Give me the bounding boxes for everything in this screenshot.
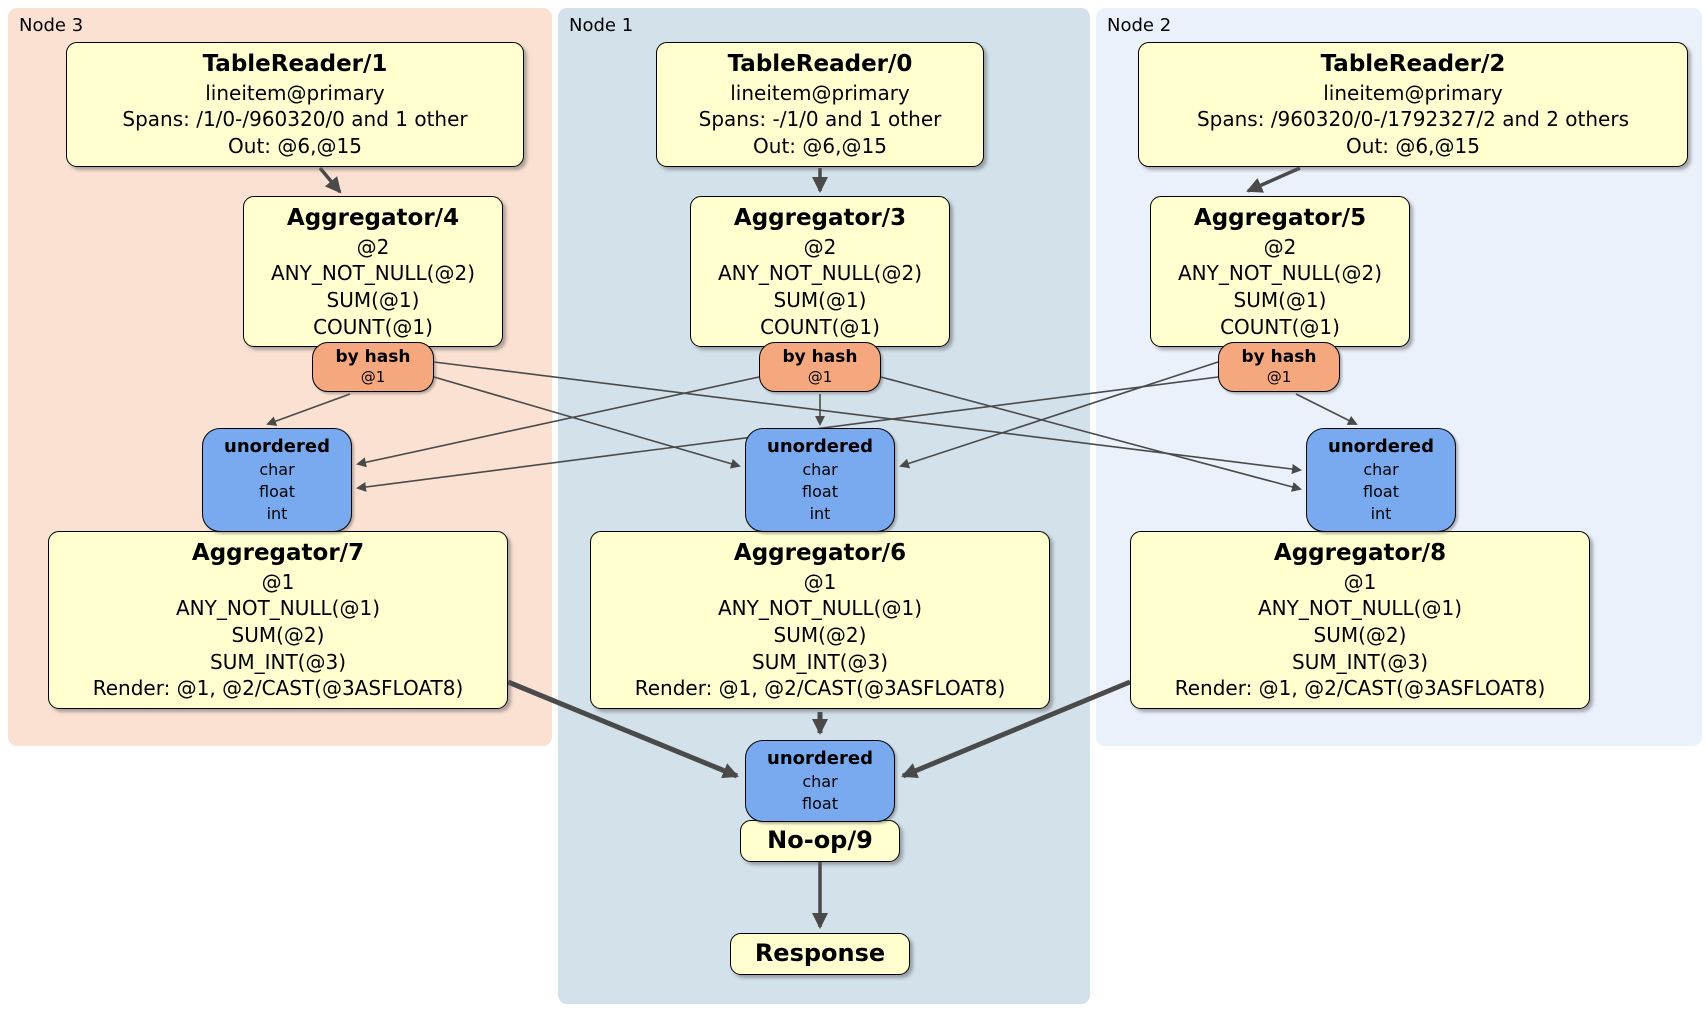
processor-detail-line: ANY_NOT_NULL(@1) <box>718 596 922 621</box>
processor-title: Aggregator/7 <box>191 540 365 566</box>
processor-detail-line: lineitem@primary <box>205 80 385 105</box>
sync-item: float <box>802 794 838 814</box>
processor-detail-line: SUM(@1) <box>326 288 420 313</box>
sync-title: unordered <box>767 436 873 457</box>
processor-title: Aggregator/4 <box>286 205 460 231</box>
processor-tablereader-0: TableReader/0 lineitem@primary Spans: -/… <box>656 42 984 167</box>
processor-title: Aggregator/8 <box>1273 540 1447 566</box>
processor-detail-line: Spans: -/1/0 and 1 other <box>698 107 942 132</box>
sync-title: unordered <box>767 748 873 769</box>
router-title: by hash <box>335 347 411 367</box>
processor-title: No-op/9 <box>767 826 873 854</box>
processor-detail-line: SUM(@2) <box>773 623 867 648</box>
processor-tablereader-2: TableReader/2 lineitem@primary Spans: /9… <box>1138 42 1688 167</box>
node-label: Node 1 <box>569 15 634 36</box>
processor-detail-line: SUM(@2) <box>231 623 325 648</box>
router-by-hash-node1: by hash @1 <box>759 342 881 392</box>
processor-detail-line: Out: @6,@15 <box>228 134 362 159</box>
router-title: by hash <box>1241 347 1317 367</box>
processor-title: TableReader/0 <box>727 51 913 77</box>
processor-detail-line: ANY_NOT_NULL(@1) <box>1258 596 1462 621</box>
processor-title: Aggregator/5 <box>1193 205 1367 231</box>
sync-item: float <box>259 482 295 502</box>
processor-detail-line: @2 <box>1263 234 1297 259</box>
processor-aggregator-8: Aggregator/8 @1 ANY_NOT_NULL(@1) SUM(@2)… <box>1130 531 1590 709</box>
router-by-hash-node3: by hash @1 <box>312 342 434 392</box>
processor-detail-line: ANY_NOT_NULL(@2) <box>271 261 475 286</box>
processor-detail-line: Render: @1, @2/CAST(@3ASFLOAT8) <box>1174 676 1546 701</box>
processor-title: TableReader/1 <box>202 51 388 77</box>
sync-unordered-node3: unordered char float int <box>202 428 352 532</box>
processor-detail-line: Out: @6,@15 <box>1346 134 1480 159</box>
router-detail: @1 <box>360 368 386 387</box>
processor-response: Response <box>730 933 910 976</box>
processor-aggregator-6: Aggregator/6 @1 ANY_NOT_NULL(@1) SUM(@2)… <box>590 531 1050 709</box>
processor-aggregator-3: Aggregator/3 @2 ANY_NOT_NULL(@2) SUM(@1)… <box>690 196 950 348</box>
processor-detail-line: Spans: /960320/0-/1792327/2 and 2 others <box>1196 107 1629 132</box>
sync-title: unordered <box>224 436 330 457</box>
processor-detail-line: ANY_NOT_NULL(@2) <box>1178 261 1382 286</box>
processor-detail-line: @2 <box>356 234 390 259</box>
processor-detail-line: Render: @1, @2/CAST(@3ASFLOAT8) <box>92 676 464 701</box>
processor-detail-line: @1 <box>803 569 837 594</box>
router-detail: @1 <box>807 368 833 387</box>
sync-unordered-node1: unordered char float int <box>745 428 895 532</box>
processor-detail-line: lineitem@primary <box>730 80 910 105</box>
processor-detail-line: SUM_INT(@3) <box>210 649 346 674</box>
sync-unordered-final: unordered char float <box>745 740 895 822</box>
sync-item: char <box>802 460 838 480</box>
processor-detail-line: ANY_NOT_NULL(@1) <box>176 596 380 621</box>
processor-detail-line: SUM_INT(@3) <box>752 649 888 674</box>
processor-detail-line: Render: @1, @2/CAST(@3ASFLOAT8) <box>634 676 1006 701</box>
node-label: Node 3 <box>19 15 84 36</box>
processor-tablereader-1: TableReader/1 lineitem@primary Spans: /1… <box>66 42 524 167</box>
sync-item: int <box>1370 503 1392 523</box>
processor-title: Aggregator/3 <box>733 205 907 231</box>
processor-aggregator-7: Aggregator/7 @1 ANY_NOT_NULL(@1) SUM(@2)… <box>48 531 508 709</box>
processor-detail-line: SUM(@1) <box>773 288 867 313</box>
processor-detail-line: SUM(@1) <box>1233 288 1327 313</box>
processor-detail-line: @1 <box>1343 569 1377 594</box>
router-detail: @1 <box>1266 368 1292 387</box>
sync-item: float <box>1363 482 1399 502</box>
processor-title: TableReader/2 <box>1320 51 1506 77</box>
processor-detail-line: SUM(@2) <box>1313 623 1407 648</box>
processor-noop: No-op/9 <box>740 820 900 863</box>
processor-aggregator-4: Aggregator/4 @2 ANY_NOT_NULL(@2) SUM(@1)… <box>243 196 503 348</box>
sync-unordered-node2: unordered char float int <box>1306 428 1456 532</box>
router-title: by hash <box>782 347 858 367</box>
sync-item: float <box>802 482 838 502</box>
processor-title: Aggregator/6 <box>733 540 907 566</box>
processor-detail-line: COUNT(@1) <box>1220 314 1340 339</box>
processor-detail-line: @1 <box>261 569 295 594</box>
processor-detail-line: COUNT(@1) <box>760 314 880 339</box>
router-by-hash-node2: by hash @1 <box>1218 342 1340 392</box>
processor-detail-line: Spans: /1/0-/960320/0 and 1 other <box>122 107 468 132</box>
processor-detail-line: lineitem@primary <box>1323 80 1503 105</box>
sync-item: char <box>259 460 295 480</box>
processor-detail-line: Out: @6,@15 <box>753 134 887 159</box>
processor-detail-line: ANY_NOT_NULL(@2) <box>718 261 922 286</box>
sync-item: char <box>1363 460 1399 480</box>
processor-detail-line: @2 <box>803 234 837 259</box>
processor-title: Response <box>754 939 886 967</box>
sync-title: unordered <box>1328 436 1434 457</box>
sync-item: char <box>802 772 838 792</box>
processor-detail-line: SUM_INT(@3) <box>1292 649 1428 674</box>
node-label: Node 2 <box>1107 15 1172 36</box>
sync-item: int <box>809 503 831 523</box>
sync-item: int <box>266 503 288 523</box>
processor-aggregator-5: Aggregator/5 @2 ANY_NOT_NULL(@2) SUM(@1)… <box>1150 196 1410 348</box>
processor-detail-line: COUNT(@1) <box>313 314 433 339</box>
